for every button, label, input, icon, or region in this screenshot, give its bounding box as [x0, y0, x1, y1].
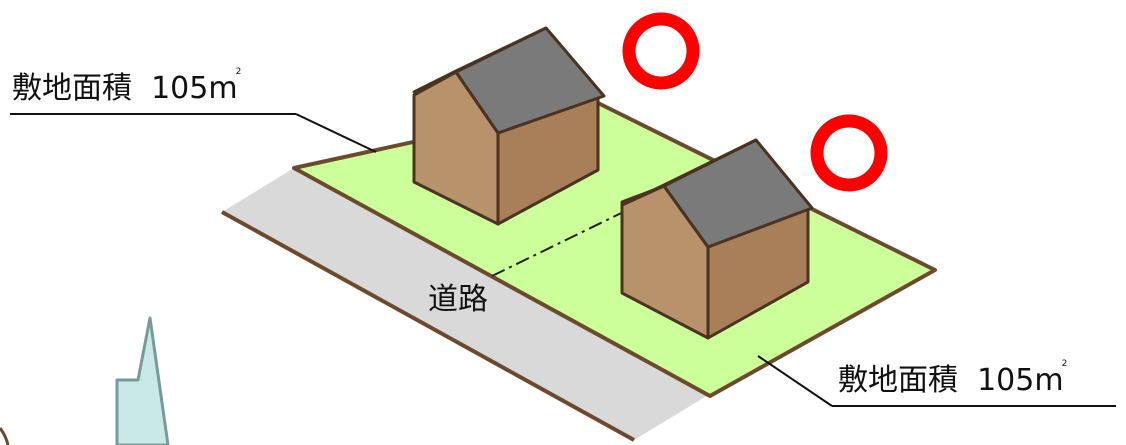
neighbor-ground-arc [0, 427, 10, 445]
site-area-prefix: 敷地面積 [12, 71, 132, 106]
label-left-leader [295, 113, 377, 153]
neighbor-building [115, 316, 170, 445]
site-area-prefix: 敷地面積 [838, 363, 958, 398]
site-area-unit: m [208, 71, 238, 106]
label-right-leader [757, 355, 833, 407]
road [222, 168, 710, 440]
ok-mark-right [810, 114, 888, 192]
house-left-ridge [455, 26, 547, 74]
house-right [620, 138, 814, 340]
house-left [412, 26, 606, 226]
road-edge [221, 210, 635, 442]
ok-mark-left [622, 12, 700, 90]
site-area-sup: 2 [235, 67, 242, 77]
house-right-ridge [663, 138, 757, 188]
site-area-sup: 2 [1061, 359, 1068, 369]
site-area-label-right: 敷地面積 105m2 [838, 360, 1067, 398]
site-area-value: 105 [977, 363, 1035, 398]
site-area-value: 105 [151, 71, 209, 106]
site-area-label-left: 敷地面積 105m2 [12, 68, 241, 106]
road-label: 道路 [428, 282, 488, 317]
site-area-unit: m [1034, 363, 1064, 398]
